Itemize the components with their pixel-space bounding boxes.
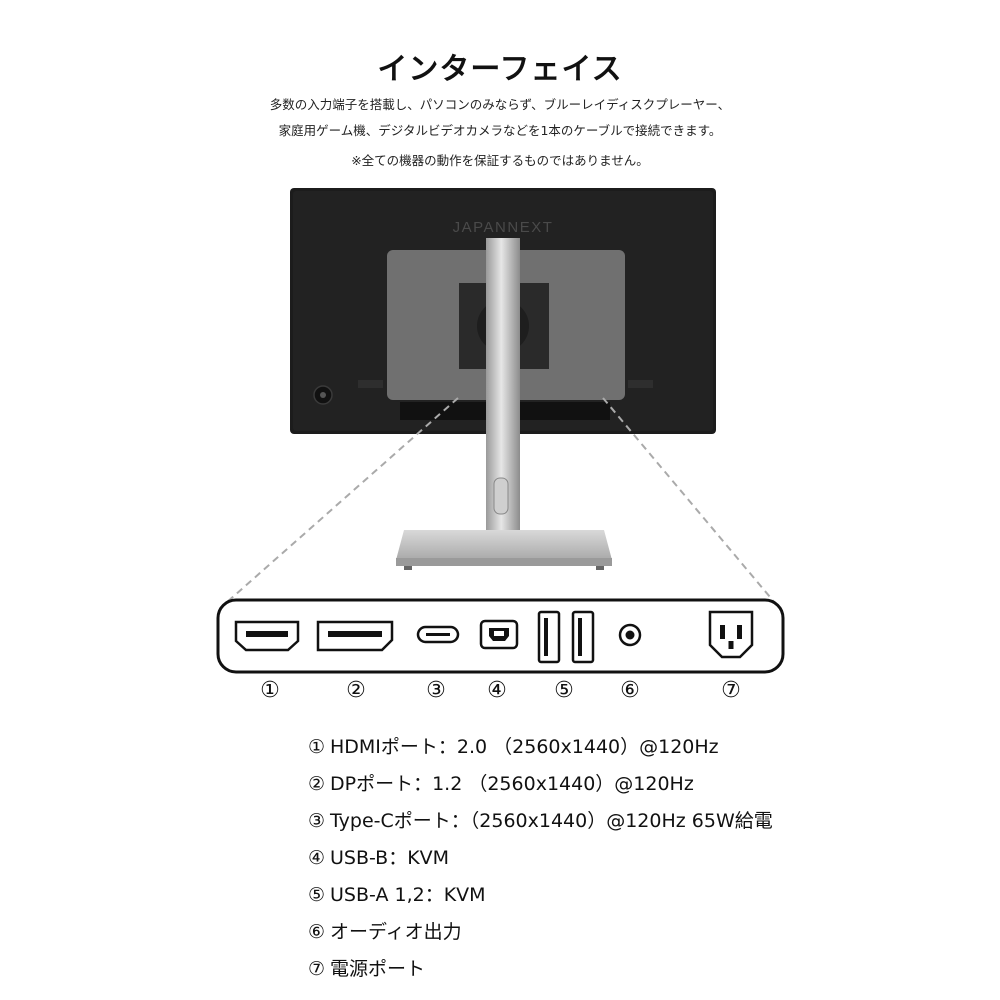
usb-c-port-icon <box>416 625 460 644</box>
port-number-5: ⑤ <box>554 678 574 703</box>
port-number-3: ③ <box>426 678 446 703</box>
page-title: インターフェイス <box>377 52 623 87</box>
description-line-1: 多数の入力端子を搭載し、パソコンのみならず、ブルーレイディスクプレーヤー、 <box>269 97 731 112</box>
usb-b-port-icon <box>479 619 519 650</box>
brand-logo: JAPANNEXT <box>453 219 554 236</box>
spec-text: オーディオ出力 <box>330 921 462 943</box>
callout-lines <box>225 397 776 604</box>
monitor-stand <box>396 238 612 570</box>
port-number-2: ② <box>346 678 366 703</box>
port-number-6: ⑥ <box>620 678 640 703</box>
spec-text: 電源ポート <box>330 958 426 980</box>
spec-marker: ⑤ <box>308 884 326 906</box>
port-number-7: ⑦ <box>721 678 741 703</box>
port-number-4: ④ <box>487 678 507 703</box>
displayport-icon <box>316 620 394 652</box>
spec-marker: ⑥ <box>308 921 326 943</box>
hdmi-port-icon <box>234 620 300 652</box>
description-line-2: 家庭用ゲーム機、デジタルビデオカメラなどを1本のケーブルで接続できます。 <box>278 123 722 138</box>
spec-marker: ③ <box>308 810 326 832</box>
vent-grille <box>358 380 653 388</box>
usb-a-port-2-icon <box>571 610 595 664</box>
spec-text: Type-Cポート：（2560x1440）@120Hz 65W給電 <box>330 810 773 832</box>
power-inlet-icon <box>708 610 754 659</box>
port-number-1: ① <box>260 678 280 703</box>
spec-text: HDMIポート：2.0 （2560x1440）@120Hz <box>330 736 719 758</box>
audio-jack-icon <box>618 623 642 647</box>
power-button-icon <box>313 385 333 405</box>
spec-marker: ⑦ <box>308 958 326 980</box>
disclaimer-note: ※全ての機器の動作を保証するものではありません。 <box>351 153 649 168</box>
usb-a-port-1-icon <box>537 610 561 664</box>
spec-text: USB-A 1,2：KVM <box>330 884 486 906</box>
spec-text: USB-B：KVM <box>330 847 450 869</box>
spec-marker: ① <box>308 736 326 758</box>
spec-marker: ④ <box>308 847 326 869</box>
spec-marker: ② <box>308 773 326 795</box>
monitor-rear-illustration: JAPANNEXT <box>216 188 785 674</box>
spec-text: DPポート：1.2 （2560x1440）@120Hz <box>330 773 694 795</box>
